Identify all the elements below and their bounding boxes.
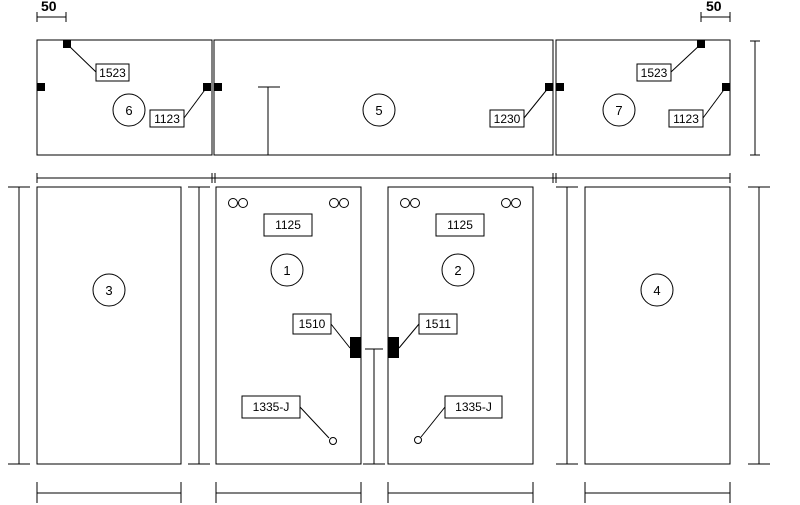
drill-hole — [238, 198, 248, 208]
part-tag-1335-j: 1335-J — [253, 400, 290, 414]
panel-6: 1523 1123 6 — [36, 39, 213, 156]
panel-number: 6 — [125, 103, 132, 118]
dimension-left-top: 50 — [36, 0, 67, 22]
panel-2: 1125 2 1511 1335-J — [387, 186, 534, 465]
drill-hole — [410, 198, 420, 208]
panel-number: 4 — [653, 283, 660, 298]
dimension-label-left: 50 — [41, 0, 57, 14]
dimension-right-top: 50 — [700, 0, 731, 22]
drill-hole — [414, 436, 422, 444]
panel-number: 5 — [375, 103, 382, 118]
drill-hole — [400, 198, 410, 208]
dimension-label-right: 50 — [706, 0, 722, 14]
hinge-block — [388, 337, 399, 358]
drill-hole — [329, 198, 339, 208]
part-tag-1523: 1523 — [641, 66, 668, 80]
drill-hole — [339, 198, 349, 208]
panel-3: 3 — [36, 186, 182, 465]
hinge-block — [350, 337, 361, 358]
part-tag-1230: 1230 — [494, 112, 521, 126]
part-tag-1123: 1123 — [154, 112, 180, 126]
dimension-horizontal-bottom-row — [36, 482, 731, 503]
panel-4: 4 — [584, 186, 731, 465]
panel-1: 1125 1 1510 1335-J — [215, 186, 362, 465]
panel-number: 2 — [454, 263, 461, 278]
part-tag-1123: 1123 — [673, 112, 699, 126]
part-tag-1125: 1125 — [275, 218, 301, 232]
drill-hole — [511, 198, 521, 208]
fitting-marker — [37, 83, 45, 91]
part-tag-1125: 1125 — [447, 218, 473, 232]
dimension-vertical-top-row — [750, 40, 760, 156]
panel-7: 1523 1123 7 — [555, 39, 731, 156]
drill-hole — [329, 437, 337, 445]
dimension-horizontal-top-row — [36, 173, 731, 183]
panel-number: 1 — [283, 263, 290, 278]
panel-number: 3 — [105, 283, 112, 298]
fitting-marker — [214, 83, 222, 91]
dimension-vertical-bottom-row — [8, 186, 770, 465]
part-tag-1510: 1510 — [299, 317, 326, 331]
drill-hole — [501, 198, 511, 208]
drill-hole — [228, 198, 238, 208]
part-tag-1523: 1523 — [99, 66, 126, 80]
fitting-marker — [556, 83, 564, 91]
panel-5: 1230 5 — [213, 39, 554, 156]
part-tag-1335-j: 1335-J — [455, 400, 492, 414]
part-tag-1511: 1511 — [425, 317, 451, 331]
panel-number: 7 — [615, 103, 622, 118]
